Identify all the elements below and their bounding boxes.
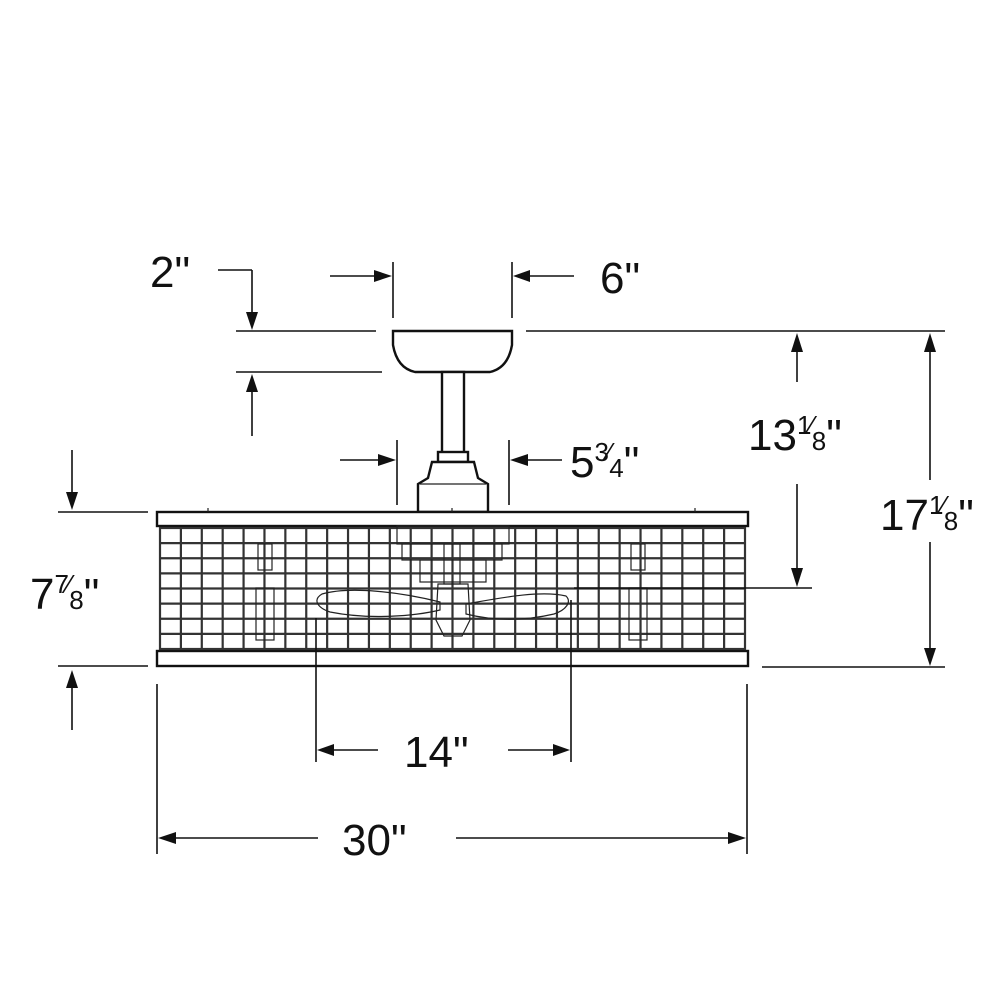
- ceiling-fan-illustration: [155, 329, 750, 668]
- dimension-lines: [58, 262, 945, 854]
- dimension-labels: 2" 6" 53⁄4" 131⁄8" 171⁄8" 77⁄8" 14" 30": [30, 248, 974, 865]
- overall-height-label: 171⁄8": [880, 490, 974, 540]
- blade-left: [316, 589, 441, 618]
- housing-width-label: 53⁄4": [570, 437, 639, 487]
- downrod: [440, 370, 466, 458]
- blade-span-label: 14": [404, 728, 469, 777]
- blade-right: [465, 593, 569, 620]
- light-holders: [255, 543, 648, 641]
- fan-blades: [316, 589, 569, 620]
- canopy: [391, 329, 514, 374]
- ceiling-to-blade-label: 131⁄8": [748, 410, 842, 460]
- light-kit: [396, 525, 510, 637]
- cage-height-label: 77⁄8": [30, 569, 99, 619]
- downrod-collar: [436, 450, 470, 464]
- overall-width-label: 30": [342, 816, 407, 865]
- cage-top-band: [155, 510, 750, 528]
- canopy-width-label: 6": [600, 254, 640, 303]
- cage-bottom-band: [155, 649, 750, 668]
- canopy-height-label: 2": [150, 248, 190, 297]
- motor-housing: [416, 460, 490, 514]
